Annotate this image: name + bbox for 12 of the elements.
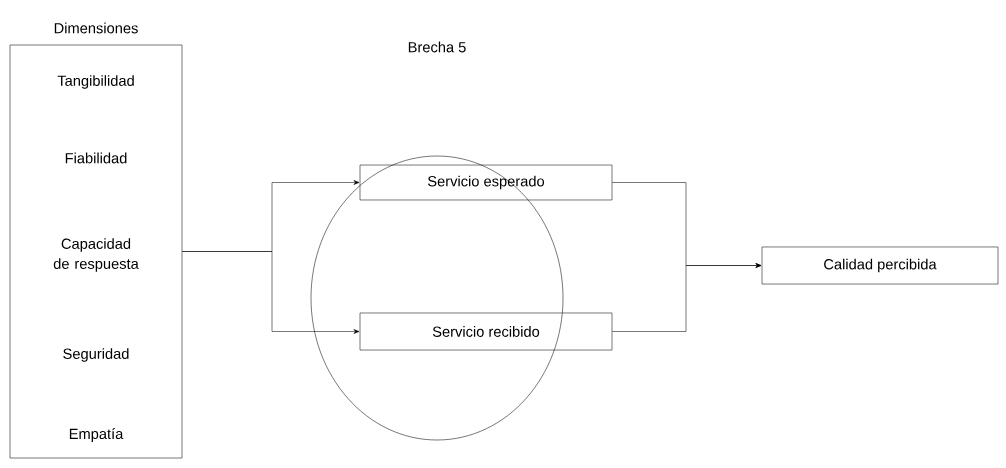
list-item: Capacidad de respuesta bbox=[53, 238, 139, 272]
arrow bbox=[182, 251, 360, 334]
arrow bbox=[612, 263, 762, 332]
process-box: Servicio recibido bbox=[359, 312, 613, 351]
process-box: Servicio esperado bbox=[359, 164, 613, 201]
label: Brecha 5 bbox=[408, 41, 466, 53]
list-item: Seguridad bbox=[63, 348, 129, 362]
list-item: Empatía bbox=[69, 428, 124, 442]
heading: Dimensiones bbox=[54, 22, 138, 34]
list-item: Tangibilidad bbox=[57, 75, 134, 89]
list-item: Fiabilidad bbox=[65, 152, 127, 164]
process-box: Calidad percibida bbox=[761, 246, 999, 285]
